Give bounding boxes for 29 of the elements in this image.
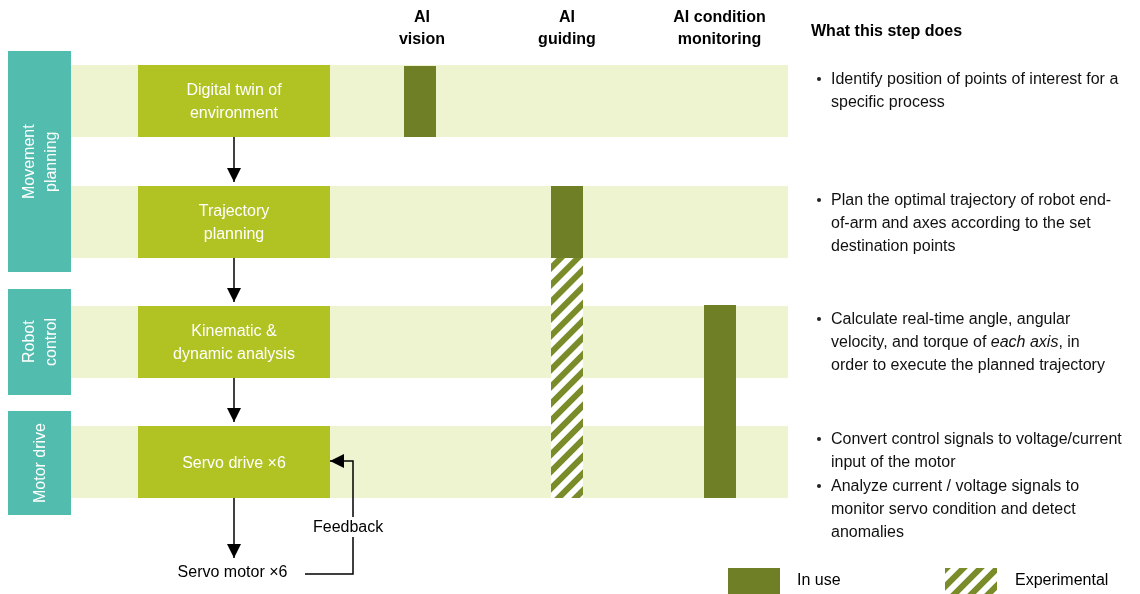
arrow: [227, 497, 241, 559]
edge-label: Feedback: [311, 516, 386, 537]
process-box: Kinematic & dynamic analysis: [138, 306, 330, 378]
section-heading: What this step does: [811, 21, 964, 41]
column-header: AI guiding: [537, 7, 597, 49]
arrow: [227, 257, 241, 303]
process-box: Digital twin of environment: [138, 65, 330, 137]
component-label: Servo motor ×6: [160, 562, 305, 584]
column-header: AI vision: [397, 7, 447, 49]
in-use-bar: [404, 66, 436, 137]
section-tab: Motor drive: [8, 411, 71, 515]
description-text: Identify position of points of interest for a specific process: [831, 69, 1120, 112]
arrow: [227, 136, 241, 183]
column-header: AI condition monitoring: [672, 7, 767, 49]
description-text: Analyze current / voltage signals to monitor servo condition and detect anomalies: [831, 476, 1081, 542]
legend-label: In use: [797, 570, 841, 590]
process-box: Servo drive ×6: [138, 426, 330, 498]
description-text: Plan the optimal trajectory of robot end-of-arm and axes according to the set destination points: [831, 190, 1113, 256]
arrow: [304, 454, 354, 575]
description-text: Calculate real-time angle, angular velocity, and torque of each axis, in order to execute the planned trajectory: [831, 309, 1106, 375]
section-tab: Movement planning: [8, 51, 71, 272]
in-use-bar: [704, 305, 736, 498]
in-use-bar: [551, 186, 583, 258]
section-tab: Robot control: [8, 289, 71, 395]
arrow: [227, 377, 241, 423]
experimental-bar: [551, 258, 583, 498]
legend-label: Experimental: [1015, 570, 1109, 590]
description-text: Convert control signals to voltage/current input of the motor: [831, 429, 1123, 472]
process-box: Trajectory planning: [138, 186, 330, 258]
